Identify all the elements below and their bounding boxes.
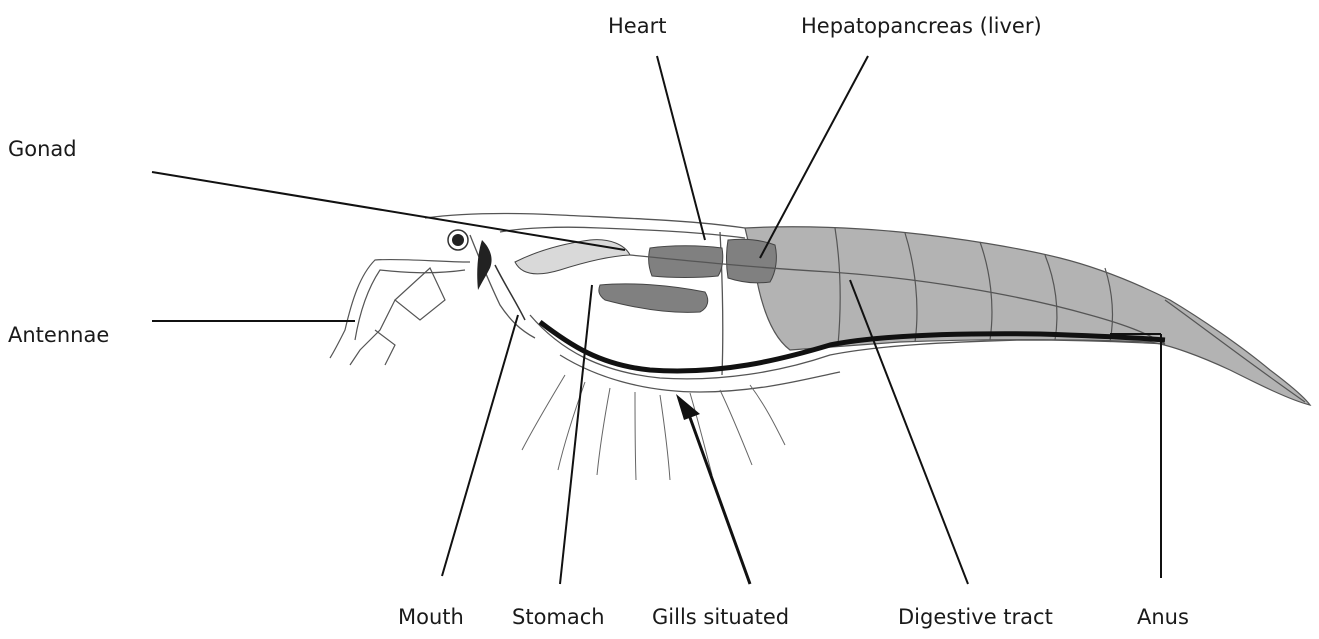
- organs: [515, 239, 776, 312]
- label-anus: Anus: [1137, 607, 1189, 628]
- antennae-appendages: [330, 259, 470, 365]
- label-mouth: Mouth: [398, 607, 464, 628]
- leader-gonad: [152, 172, 625, 250]
- label-antennae: Antennae: [8, 325, 109, 346]
- leg-3: [597, 388, 610, 475]
- stomach-organ: [515, 240, 630, 274]
- leg-5: [660, 395, 670, 480]
- label-hepatopancreas: Hepatopancreas (liver): [801, 16, 1042, 37]
- antenna-base: [395, 268, 445, 320]
- leg-4: [635, 392, 636, 480]
- label-digestive-tract: Digestive tract: [898, 607, 1053, 628]
- label-stomach: Stomach: [512, 607, 605, 628]
- leader-mouth: [442, 315, 518, 576]
- gonad-organ: [599, 284, 708, 313]
- leg-1: [522, 375, 565, 450]
- antenna-2: [355, 270, 465, 340]
- heart-organ: [649, 246, 723, 278]
- leader-heart: [657, 56, 705, 240]
- leg-7: [720, 390, 752, 465]
- abdomen-segments: [745, 227, 1310, 405]
- label-gills: Gills situated: [652, 607, 789, 628]
- label-heart: Heart: [608, 16, 666, 37]
- leader-stomach: [560, 285, 592, 584]
- leg-8: [750, 385, 785, 445]
- leg-6: [690, 393, 712, 475]
- eye-pupil: [452, 234, 464, 246]
- antenna-joint: [375, 330, 395, 365]
- antenna-1: [330, 259, 470, 358]
- abdomen-shell: [745, 227, 1310, 405]
- esophagus: [495, 265, 525, 320]
- hepatopancreas-organ: [727, 239, 777, 283]
- legs: [522, 375, 785, 480]
- label-gonad: Gonad: [8, 139, 77, 160]
